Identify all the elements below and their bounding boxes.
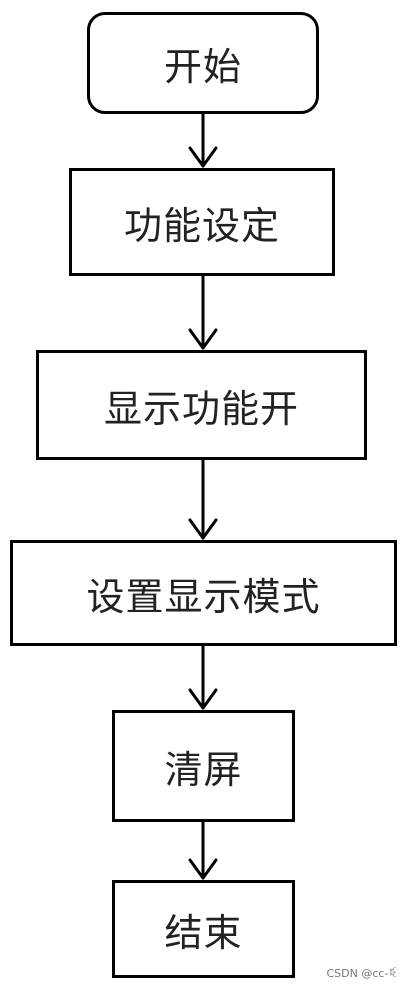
watermark-text: CSDN @cc-ꀥ: [326, 967, 397, 980]
clear-screen-node: 清屏: [112, 710, 295, 822]
arrow-display-on-to-display-mode: [188, 458, 218, 540]
arrow-display-mode-to-clear-screen: [188, 644, 218, 710]
start-node: 开始: [87, 12, 319, 114]
arrow-clear-screen-to-end: [188, 820, 218, 880]
arrow-function-set-to-display-on: [188, 274, 218, 350]
end-node: 结束: [112, 880, 295, 978]
display-mode-node: 设置显示模式: [10, 540, 397, 646]
display-on-node: 显示功能开: [36, 350, 367, 460]
arrow-start-to-function-set: [188, 111, 218, 168]
function-set-node: 功能设定: [69, 168, 335, 276]
